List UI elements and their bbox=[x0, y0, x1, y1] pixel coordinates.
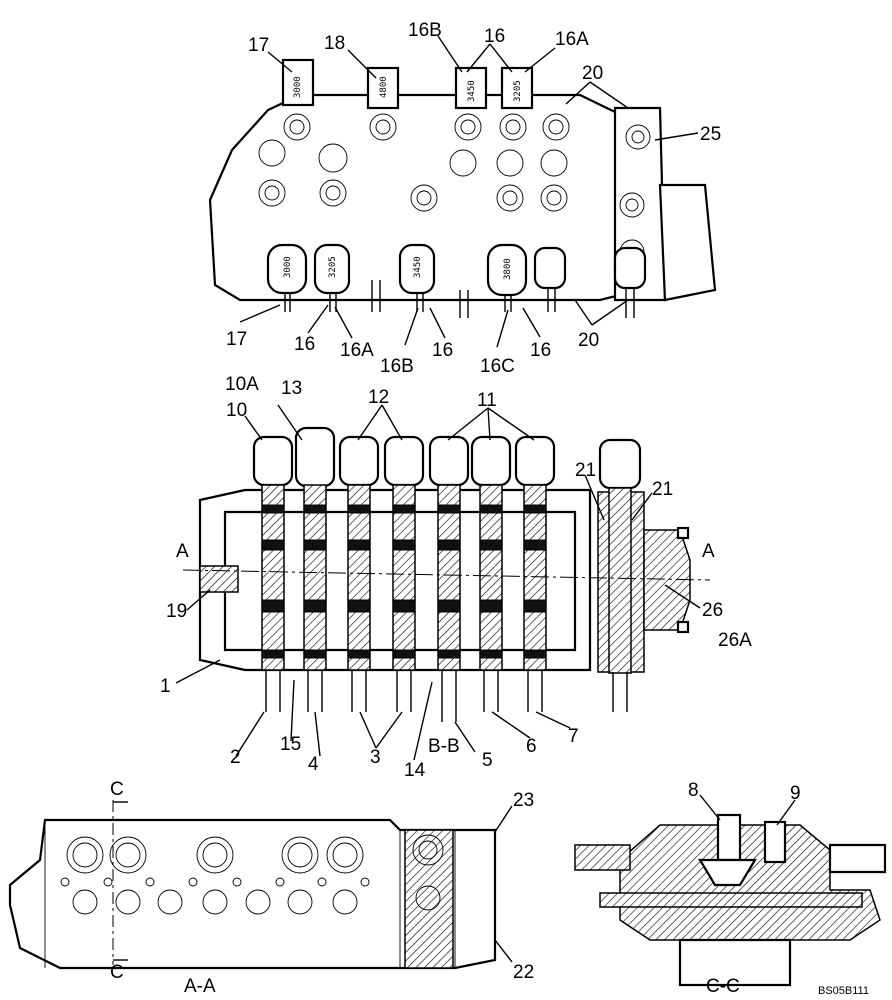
callout-9: 9 bbox=[790, 783, 801, 804]
section-c-top: C bbox=[110, 779, 124, 800]
section-a-right: A bbox=[702, 541, 715, 562]
callout-12: 12 bbox=[368, 387, 389, 408]
stamp-bottom-2: 3205 bbox=[328, 256, 338, 278]
view-title-c-c: C-C bbox=[706, 976, 740, 997]
callout-17-bottom: 17 bbox=[226, 329, 247, 350]
spool-stack bbox=[252, 426, 642, 490]
section-c-c-view: 8 9 C-C bbox=[574, 780, 887, 997]
callout-3: 3 bbox=[370, 747, 381, 768]
callout-b-b: B-B bbox=[428, 736, 460, 757]
callout-18: 18 bbox=[324, 33, 345, 54]
section-a-a-view: C 23 C 22 A-A bbox=[8, 779, 534, 997]
top-valve-view: 3000 4800 3450 3205 3000 3205 3450 3800 … bbox=[208, 20, 721, 377]
callout-8: 8 bbox=[688, 780, 699, 801]
view-title-a-a: A-A bbox=[184, 976, 216, 997]
callout-2: 2 bbox=[230, 747, 241, 768]
callout-13: 13 bbox=[281, 378, 302, 399]
section-a-left: A bbox=[176, 541, 189, 562]
callout-16-bottom-2: 16 bbox=[432, 340, 453, 361]
stamp-top-1: 3000 bbox=[293, 76, 303, 98]
callout-1: 1 bbox=[160, 676, 171, 697]
callout-20-bottom: 20 bbox=[578, 330, 599, 351]
middle-section-view: 10A 10 13 12 11 21 21 A A 19 26 26A 1 2 … bbox=[160, 374, 752, 781]
section-c-bottom: C bbox=[110, 962, 124, 983]
callout-20-top: 20 bbox=[582, 63, 603, 84]
stamp-bottom-3: 3450 bbox=[413, 256, 423, 278]
stamp-top-4: 3205 bbox=[513, 80, 523, 102]
stamp-top-3: 3450 bbox=[467, 80, 477, 102]
callout-16-top: 16 bbox=[484, 26, 505, 47]
reference-code: BS05B111 bbox=[818, 985, 869, 997]
callout-14: 14 bbox=[404, 760, 426, 781]
stamp-top-2: 4800 bbox=[379, 76, 389, 98]
callout-16a-bottom: 16A bbox=[340, 340, 374, 361]
callout-10: 10 bbox=[226, 400, 247, 421]
callout-16c-bottom: 16C bbox=[480, 356, 515, 377]
callout-10a: 10A bbox=[225, 374, 259, 395]
callout-23: 23 bbox=[513, 790, 534, 811]
callout-26: 26 bbox=[702, 600, 723, 621]
callout-21-right: 21 bbox=[652, 479, 673, 500]
callout-7: 7 bbox=[568, 726, 579, 747]
callout-26a: 26A bbox=[718, 630, 752, 651]
callout-25: 25 bbox=[700, 124, 721, 145]
section-a-a-ports bbox=[60, 834, 444, 915]
callout-16b-top: 16B bbox=[408, 20, 442, 41]
callout-16-bottom-1: 16 bbox=[294, 334, 315, 355]
callout-15: 15 bbox=[280, 734, 301, 755]
callout-16-bottom-3: 16 bbox=[530, 340, 551, 361]
callout-4: 4 bbox=[308, 754, 319, 775]
callout-16b-bottom: 16B bbox=[380, 356, 414, 377]
stamp-bottom-1: 3000 bbox=[283, 256, 293, 278]
stamp-bottom-4: 3800 bbox=[503, 258, 513, 280]
callout-11: 11 bbox=[477, 390, 497, 411]
callout-6: 6 bbox=[526, 736, 537, 757]
callout-22: 22 bbox=[513, 962, 534, 983]
callout-16a-top: 16A bbox=[555, 29, 589, 50]
callout-19: 19 bbox=[166, 601, 187, 622]
callout-17-top: 17 bbox=[248, 35, 269, 56]
callout-5: 5 bbox=[482, 750, 493, 771]
callout-21-left: 21 bbox=[575, 460, 596, 481]
